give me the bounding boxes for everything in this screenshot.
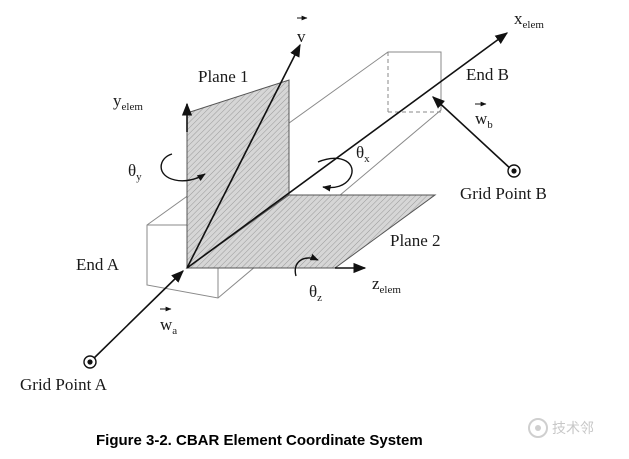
wa-label: wa [160, 315, 177, 337]
plane-2 [185, 194, 437, 269]
v-label: v [297, 27, 306, 46]
plane-2-label: Plane 2 [390, 231, 441, 250]
watermark: 技术邻 [528, 418, 594, 438]
wa-offset-vector [89, 270, 184, 363]
plane-1-label: Plane 1 [198, 67, 249, 86]
grid-point-b-marker [507, 164, 521, 178]
x-elem-axis [186, 32, 509, 269]
theta-z-label: θz [309, 282, 322, 304]
end-a-label: End A [76, 255, 120, 274]
end-b-label: End B [466, 65, 509, 84]
theta-z-rotation-arrow [294, 253, 319, 277]
figure-caption: Figure 3-2. CBAR Element Coordinate Syst… [96, 432, 423, 449]
theta-y-rotation-arrow [160, 153, 206, 182]
wb-label: wb [475, 109, 493, 131]
theta-y-label: θy [128, 161, 142, 183]
y-elem-label: yelem [113, 91, 143, 113]
x-elem-label: xelem [514, 9, 544, 31]
theta-x-label: θx [356, 143, 370, 165]
z-elem-label: zelem [372, 274, 401, 296]
watermark-text: 技术邻 [552, 421, 594, 437]
grid-point-a-marker [83, 355, 97, 369]
v-vector [186, 43, 301, 269]
grid-point-a-label: Grid Point A [20, 375, 108, 394]
theta-x-rotation-arrow [317, 157, 353, 192]
grid-point-b-label: Grid Point B [460, 184, 547, 203]
wb-offset-vector [432, 96, 513, 171]
watermark-gear-icon [528, 418, 548, 438]
